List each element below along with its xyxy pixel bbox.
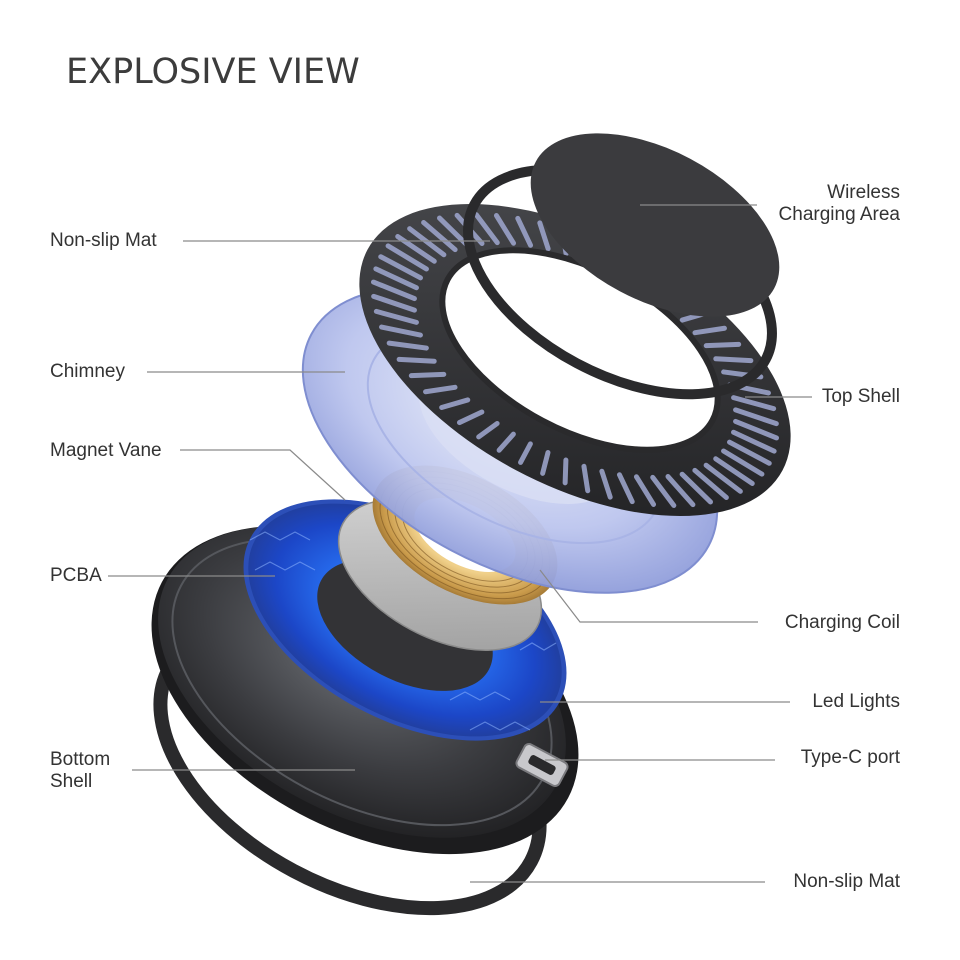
top-shell-slot bbox=[373, 308, 419, 325]
top-shell-slot bbox=[633, 474, 657, 507]
type-c-port-part bbox=[515, 743, 569, 787]
top-shell-slot bbox=[408, 371, 447, 379]
top-shell-slot bbox=[476, 420, 500, 440]
top-shell-slot bbox=[703, 462, 743, 494]
diagram-title: EXPLOSIVE VIEW bbox=[66, 52, 360, 92]
label-charging-coil: Charging Coil bbox=[784, 612, 900, 633]
top-shell-slot bbox=[731, 429, 777, 454]
top-shell-slot bbox=[493, 213, 517, 246]
top-shell-slot bbox=[581, 463, 591, 494]
top-shell-slot bbox=[496, 431, 516, 453]
label-chimney: Chimney bbox=[50, 361, 125, 382]
top-shell-slot bbox=[378, 254, 423, 281]
top-shell-slot bbox=[423, 384, 458, 395]
label-wireless-line2: Charging Area bbox=[778, 204, 900, 225]
label-non-slip-mat-top: Non-slip Mat bbox=[50, 230, 157, 251]
label-wireless-line1: Wireless bbox=[827, 182, 900, 203]
top-shell-slot bbox=[473, 212, 500, 246]
label-magnet-vane: Magnet Vane bbox=[50, 440, 162, 461]
top-shell-slot bbox=[439, 397, 471, 410]
label-type-c-port: Type-C port bbox=[800, 747, 900, 768]
top-shell-slot bbox=[540, 450, 551, 476]
top-shell-slot bbox=[727, 439, 772, 466]
top-shell-slot bbox=[721, 448, 765, 477]
top-shell-slot bbox=[386, 340, 429, 351]
top-shell-slot bbox=[650, 474, 677, 508]
top-shell-slot bbox=[379, 324, 423, 338]
top-shell-slot bbox=[616, 472, 635, 505]
top-shell-slot bbox=[385, 243, 429, 272]
top-shell-slot bbox=[396, 356, 437, 364]
top-shell-slot bbox=[456, 409, 485, 426]
top-shell-slot bbox=[713, 356, 754, 364]
top-shell-slot bbox=[599, 468, 613, 500]
top-shell-slot bbox=[692, 467, 729, 500]
top-shell-slot bbox=[703, 341, 742, 349]
top-shell-slot bbox=[518, 441, 533, 465]
top-shell-slot bbox=[371, 293, 417, 313]
top-shell-slot bbox=[733, 407, 779, 427]
leader-charging-coil bbox=[539, 569, 758, 623]
label-top-shell: Top Shell bbox=[821, 386, 900, 407]
top-shell-slot bbox=[731, 395, 777, 412]
top-shell-slot bbox=[371, 279, 417, 302]
label-pcba: PCBA bbox=[50, 565, 102, 586]
top-shell-slot bbox=[407, 226, 447, 258]
top-shell-slot bbox=[692, 325, 727, 336]
top-shell-slot bbox=[515, 215, 534, 248]
wireless-charging-area-part bbox=[530, 133, 780, 317]
top-shell-slot bbox=[373, 266, 419, 291]
top-shell-slot bbox=[537, 220, 551, 252]
label-non-slip-mat-bottom: Non-slip Mat bbox=[793, 871, 900, 892]
top-shell-slot bbox=[421, 220, 458, 253]
label-led-lights: Led Lights bbox=[812, 691, 900, 712]
leader-magnet-vane bbox=[180, 449, 346, 501]
label-bottom-shell-line1: Bottom bbox=[50, 749, 111, 770]
top-shell-slot bbox=[733, 418, 779, 441]
leader-lines bbox=[108, 204, 812, 883]
top-shell-slot bbox=[562, 457, 569, 486]
label-bottom-shell-line2: Shell bbox=[50, 771, 93, 792]
top-shell-slot bbox=[665, 474, 696, 508]
top-shell-slot bbox=[713, 456, 755, 486]
top-shell-slot bbox=[679, 471, 714, 505]
